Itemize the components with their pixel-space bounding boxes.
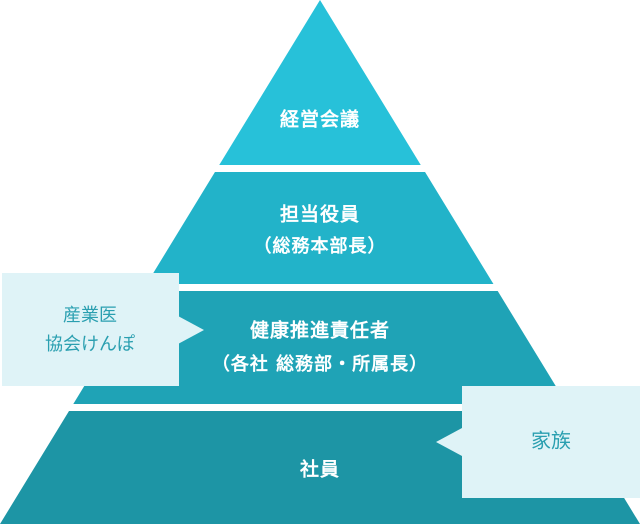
pyramid-level-health-manager [73,291,567,404]
callout-health-insurance: 協会けんぽ [45,334,135,355]
callout-left-pointer [178,316,204,344]
callout-left-text: 産業医 協会けんぽ [45,301,135,359]
level-title-executive-meeting: 経営会議 [279,108,361,131]
callout-right-pointer [436,428,462,456]
callout-family: 家族 [531,428,571,453]
pyramid-level-officer [146,172,494,284]
callout-right-box [462,386,640,498]
callout-industrial-physician: 産業医 [63,305,117,326]
level-title-health-manager: 健康推進責任者 [249,319,391,342]
level-title-employees: 社員 [299,458,341,481]
level-subtitle-health-manager: （各社 総務部・所属長） [211,354,429,375]
level-subtitle-officer: （総務本部長） [253,236,387,257]
level-title-officer: 担当役員 [279,203,361,226]
pyramid-level-executive-meeting [219,0,421,165]
callout-left-box [2,273,179,386]
